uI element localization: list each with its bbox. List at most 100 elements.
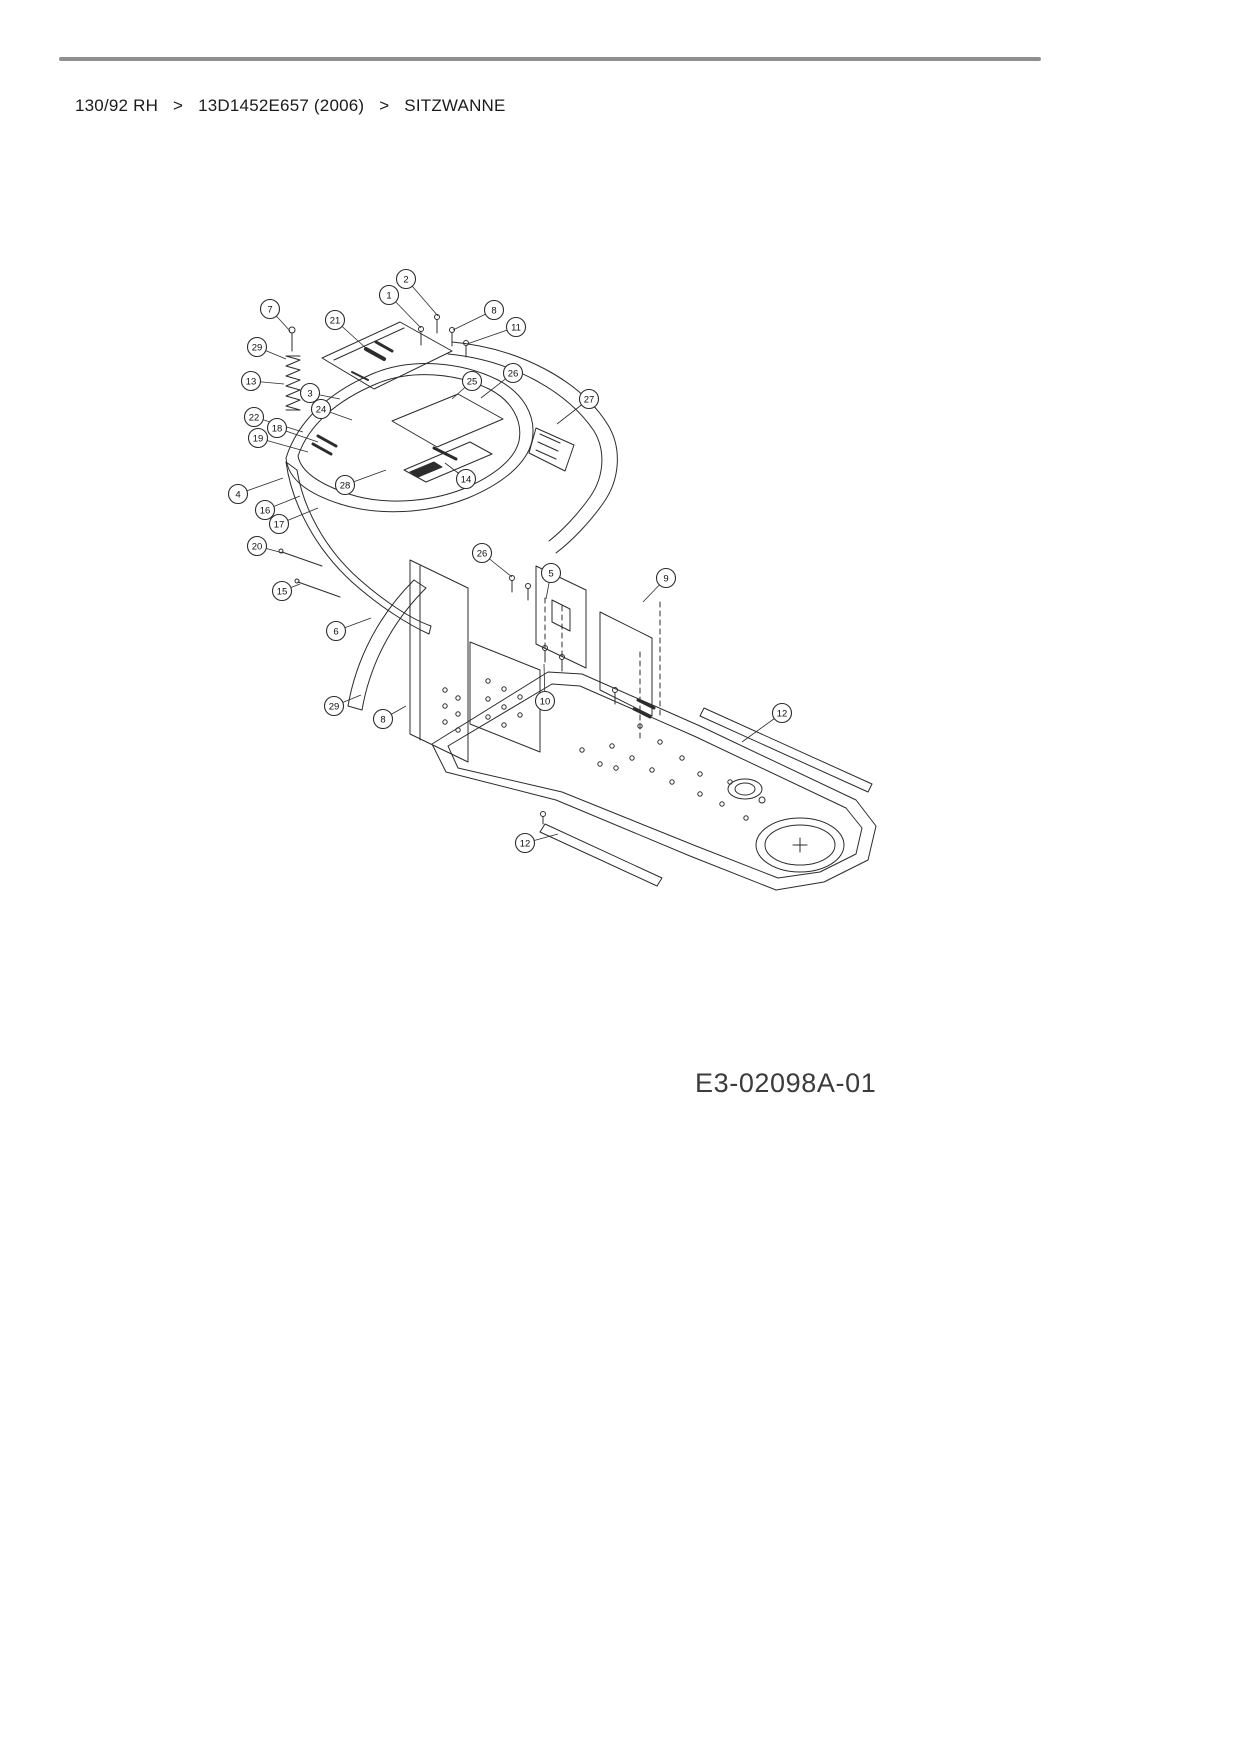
callout-number: 11 bbox=[511, 323, 521, 334]
callout-number: 26 bbox=[508, 369, 519, 380]
callout-3: 3 bbox=[299, 382, 341, 404]
top-divider-rule bbox=[59, 57, 1041, 61]
callout-balloon bbox=[378, 284, 400, 306]
callout-balloon bbox=[471, 542, 493, 564]
callout-number: 6 bbox=[333, 627, 338, 638]
callout-number: 25 bbox=[467, 377, 478, 388]
callout-8: 8 bbox=[372, 705, 407, 730]
support-arm bbox=[347, 579, 415, 707]
callout-28: 28 bbox=[334, 469, 387, 496]
callout-number: 19 bbox=[253, 434, 264, 445]
spring bbox=[285, 355, 301, 411]
breadcrumb: 130/92 RH > 13D1452E657 (2006) > SITZWAN… bbox=[75, 96, 506, 116]
callout-balloon bbox=[299, 382, 321, 404]
diagram-code: E3-02098A-01 bbox=[695, 1068, 877, 1098]
callout-26: 26 bbox=[471, 542, 513, 578]
callout-number: 1 bbox=[386, 291, 391, 302]
callout-12: 12 bbox=[741, 702, 793, 743]
callout-number: 12 bbox=[520, 839, 531, 850]
callout-number: 18 bbox=[272, 424, 283, 435]
callout-10: 10 bbox=[534, 663, 556, 712]
callout-24: 24 bbox=[310, 398, 353, 421]
callout-number: 15 bbox=[277, 587, 288, 598]
callout-25: 25 bbox=[451, 370, 483, 400]
fender-edge bbox=[451, 341, 618, 554]
callout-number: 5 bbox=[548, 569, 553, 580]
callout-balloon bbox=[771, 702, 793, 724]
callout-number: 29 bbox=[329, 702, 340, 713]
callout-number: 29 bbox=[252, 343, 263, 354]
callout-number: 8 bbox=[491, 306, 496, 317]
callout-balloon bbox=[483, 299, 505, 321]
callout-layer: 2172181129133252627222418194161728142620… bbox=[227, 268, 793, 854]
callout-11: 11 bbox=[466, 316, 527, 345]
callout-balloon bbox=[334, 474, 356, 496]
breadcrumb-separator: > bbox=[379, 96, 390, 115]
callout-14: 14 bbox=[444, 462, 477, 490]
callout-number: 9 bbox=[663, 574, 668, 585]
callout-number: 20 bbox=[252, 542, 263, 553]
callout-4: 4 bbox=[227, 477, 284, 505]
callout-29: 29 bbox=[246, 336, 287, 360]
breadcrumb-section: SITZWANNE bbox=[404, 96, 506, 115]
bolt-head bbox=[288, 326, 296, 334]
callout-number: 22 bbox=[249, 413, 260, 424]
breadcrumb-model[interactable]: 130/92 RH bbox=[75, 96, 159, 115]
callout-number: 13 bbox=[246, 377, 257, 388]
callout-29: 29 bbox=[323, 694, 362, 717]
callout-balloon bbox=[540, 562, 562, 584]
callout-number: 28 bbox=[340, 481, 351, 492]
callout-number: 7 bbox=[267, 305, 272, 316]
rod-pin bbox=[281, 551, 323, 567]
callout-balloon bbox=[505, 316, 527, 338]
callout-number: 8 bbox=[380, 715, 385, 726]
callout-balloon bbox=[271, 580, 293, 602]
callout-2: 2 bbox=[395, 268, 439, 317]
callout-number: 12 bbox=[777, 709, 788, 720]
callout-number: 16 bbox=[260, 506, 271, 517]
callout-balloon bbox=[259, 298, 281, 320]
callout-7: 7 bbox=[259, 298, 291, 332]
callout-balloon bbox=[227, 483, 249, 505]
callout-number: 24 bbox=[316, 405, 327, 416]
callout-balloon bbox=[246, 535, 268, 557]
callout-15: 15 bbox=[271, 580, 301, 602]
callout-number: 3 bbox=[307, 389, 312, 400]
callout-number: 17 bbox=[274, 520, 285, 531]
callout-number: 21 bbox=[330, 316, 341, 327]
callout-16: 16 bbox=[254, 495, 301, 521]
callout-19: 19 bbox=[247, 427, 309, 453]
callout-balloon bbox=[461, 370, 483, 392]
callout-21: 21 bbox=[324, 309, 369, 351]
callout-18: 18 bbox=[266, 417, 319, 443]
callout-5: 5 bbox=[540, 562, 562, 600]
callout-27: 27 bbox=[556, 388, 600, 425]
callout-12: 12 bbox=[514, 832, 559, 854]
callout-17: 17 bbox=[268, 507, 319, 535]
callout-number: 14 bbox=[461, 475, 472, 486]
callout-6: 6 bbox=[325, 617, 372, 642]
callout-balloon bbox=[502, 362, 524, 384]
callout-balloon bbox=[254, 499, 276, 521]
callout-balloon bbox=[243, 406, 265, 428]
exploded-drawing bbox=[278, 314, 877, 891]
callout-number: 4 bbox=[235, 490, 240, 501]
callout-number: 26 bbox=[477, 549, 488, 560]
callout-balloon bbox=[246, 336, 268, 358]
frame-plate bbox=[431, 671, 877, 891]
callout-number: 27 bbox=[584, 395, 595, 406]
callout-number: 2 bbox=[403, 275, 408, 286]
callout-13: 13 bbox=[240, 370, 285, 392]
callout-balloon bbox=[247, 427, 269, 449]
callout-balloon bbox=[324, 309, 346, 331]
breadcrumb-serial[interactable]: 13D1452E657 (2006) bbox=[198, 96, 365, 115]
callout-balloon bbox=[514, 832, 536, 854]
callout-balloon bbox=[372, 708, 394, 730]
callout-1: 1 bbox=[378, 284, 422, 329]
seat-bracket bbox=[321, 321, 453, 390]
center-bracket bbox=[535, 565, 587, 669]
callout-26: 26 bbox=[480, 362, 524, 399]
callout-balloon bbox=[655, 567, 677, 589]
